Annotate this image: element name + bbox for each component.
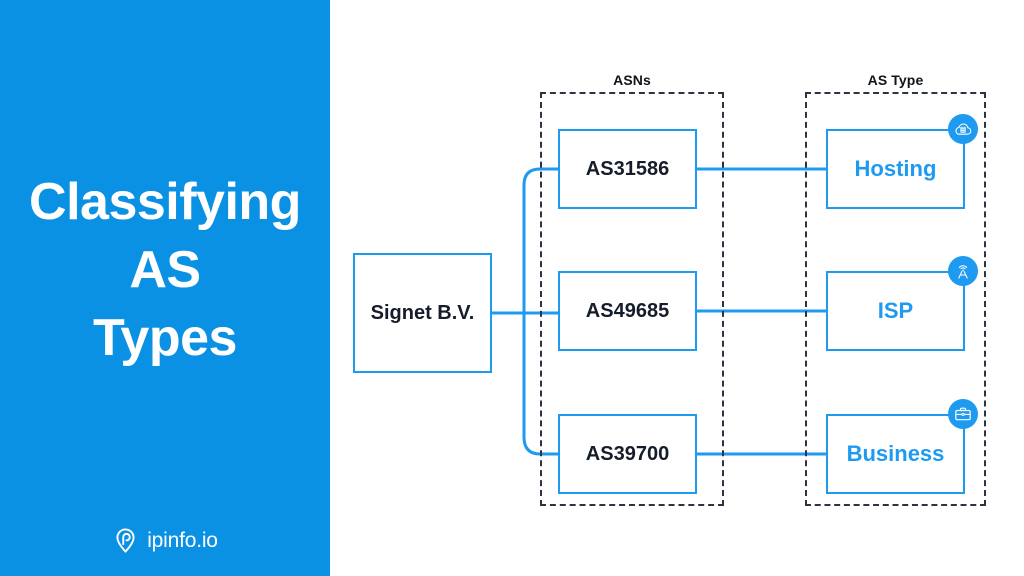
page-title: Classifying AS Types <box>0 168 330 372</box>
node-as-type-hosting[interactable]: Hosting <box>826 129 965 209</box>
group-label-asns: ASNs <box>613 72 651 88</box>
node-asn-2[interactable]: AS49685 <box>558 271 697 351</box>
group-container-asns <box>540 92 724 506</box>
brand-logo: ipinfo.io <box>0 527 330 554</box>
group-label-as-type: AS Type <box>867 72 924 88</box>
node-as-type-isp[interactable]: ISP <box>826 271 965 351</box>
location-pin-icon <box>112 527 139 554</box>
briefcase-icon <box>948 399 978 429</box>
node-organization[interactable]: Signet B.V. <box>353 253 492 373</box>
node-asn-3[interactable]: AS39700 <box>558 414 697 494</box>
page-title-line-1: Classifying <box>29 173 301 231</box>
cloud-server-icon <box>948 114 978 144</box>
page-title-line-3: Types <box>93 309 237 367</box>
cell-tower-icon <box>948 256 978 286</box>
node-asn-1[interactable]: AS31586 <box>558 129 697 209</box>
brand-logo-text: ipinfo.io <box>147 528 218 552</box>
group-container-as-type <box>805 92 986 506</box>
page-title-line-2: AS <box>129 241 201 299</box>
title-panel: Classifying AS Types ipinfo.io <box>0 0 330 576</box>
node-as-type-business[interactable]: Business <box>826 414 965 494</box>
